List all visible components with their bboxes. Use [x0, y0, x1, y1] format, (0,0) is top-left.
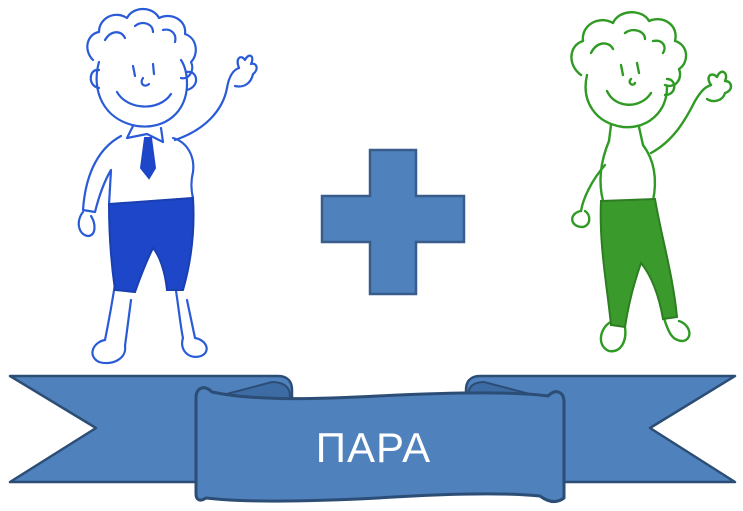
plus-icon: [320, 148, 466, 296]
ribbon-banner-icon: [8, 374, 737, 504]
girl-figure-icon: [570, 11, 733, 353]
banner-label: ПАРА: [315, 424, 432, 471]
boy-figure-icon: [77, 7, 258, 365]
